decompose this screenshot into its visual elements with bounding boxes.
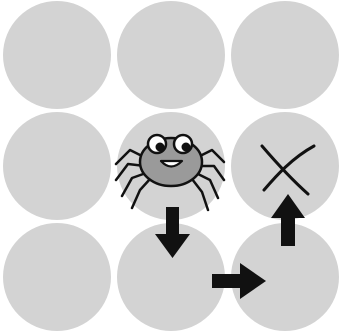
- cell-r0-c0[interactable]: [3, 1, 111, 109]
- cell-r2-c0[interactable]: [3, 223, 111, 331]
- cell-r1-c2[interactable]: [231, 112, 339, 220]
- cell-r0-c1[interactable]: [117, 1, 225, 109]
- cell-r2-c2[interactable]: [231, 223, 339, 331]
- cell-r1-c0[interactable]: [3, 112, 111, 220]
- cell-r1-c1[interactable]: [117, 112, 225, 220]
- cell-r2-c1[interactable]: [117, 223, 225, 331]
- cell-r0-c2[interactable]: [231, 1, 339, 109]
